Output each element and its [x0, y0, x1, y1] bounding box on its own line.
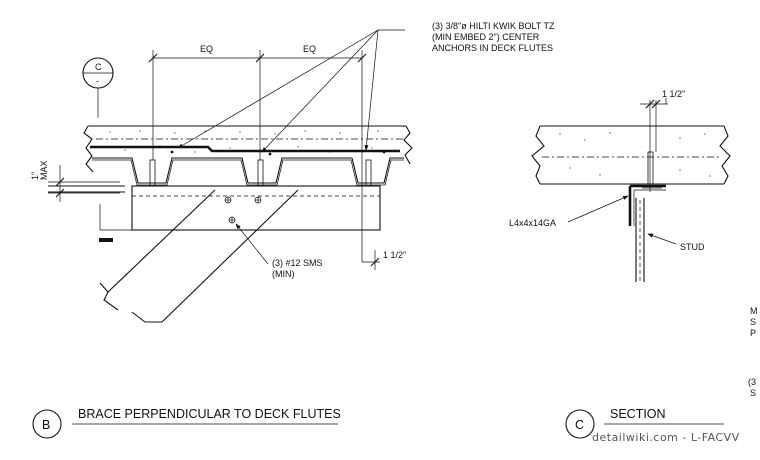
detail-c: 1 1/2" L4x4x14GA STUD C SECTION [509, 89, 731, 439]
anchor-c [642, 100, 662, 192]
stud-label: STUD [680, 242, 705, 252]
edge-dimension-b: 1 1/2" [362, 250, 406, 270]
section-marker-letter: C [95, 62, 102, 72]
max-dim-value: 1" [30, 172, 40, 180]
edge-fragment-2: S [750, 317, 756, 327]
top-dim-value: 1 1/2" [662, 89, 685, 99]
eq-label-1: EQ [200, 44, 213, 54]
concrete-stipple-b [109, 130, 396, 153]
anchor-note-line-3: ANCHORS IN DECK FLUTES [432, 43, 553, 53]
detail-c-title-text: SECTION [610, 407, 666, 421]
detail-c-tag: C [575, 418, 584, 432]
concrete-slab-c [531, 125, 731, 185]
stud-end-mark [99, 238, 113, 242]
screw-note-line-1: (3) #12 SMS [272, 258, 323, 268]
angle-label: L4x4x14GA [509, 218, 556, 228]
detail-c-title: C SECTION [565, 407, 724, 439]
eq-dimension: EQ EQ [148, 44, 367, 262]
edge-fragments: M S P (3 S [748, 306, 758, 398]
screws-b: (3) #12 SMS (MIN) [224, 196, 323, 279]
clip-assembly-b [48, 185, 381, 242]
anchors-b [146, 150, 386, 187]
detail-b-title-text: BRACE PERPENDICULAR TO DECK FLUTES [78, 407, 341, 421]
anchor-note-line-1: (3) 3/8"ø HILTI KWIK BOLT TZ [432, 21, 555, 31]
section-marker-sheet: - [96, 76, 99, 86]
anchor-note-line-2: (MIN EMBED 2") CENTER [432, 32, 540, 42]
edge-fragment-1: M [750, 306, 758, 316]
section-marker-c: C - [82, 57, 114, 118]
detail-b-tag: B [42, 418, 50, 432]
diagonal-brace-b [99, 189, 299, 323]
anchor-callout: (3) 3/8"ø HILTI KWIK BOLT TZ (MIN EMBED … [177, 21, 555, 153]
edge-fragment-3: P [750, 328, 756, 338]
eq-label-2: EQ [303, 44, 316, 54]
concrete-stipple-c [559, 132, 711, 177]
watermark: detailwiki.com - L-FACVV [592, 431, 740, 444]
edge-dim-value: 1 1/2" [383, 250, 406, 260]
screw-note-line-2: (MIN) [272, 269, 295, 279]
metal-deck-b [90, 145, 404, 186]
angle-c: L4x4x14GA [509, 184, 666, 228]
edge-fragment-5: S [750, 388, 756, 398]
concrete-slab-b [83, 125, 413, 173]
edge-fragment-4: (3 [748, 377, 756, 387]
max-dimension: 1" MAX [30, 160, 120, 202]
detail-b-title: B BRACE PERPENDICULAR TO DECK FLUTES [32, 407, 341, 439]
detail-b: EQ EQ (3) 3/8"ø HILTI KWIK BOLT TZ (MIN … [30, 21, 555, 439]
max-dim-label: MAX [39, 160, 49, 180]
top-dimension-c: 1 1/2" [640, 89, 685, 109]
stud-c: STUD [635, 198, 705, 282]
